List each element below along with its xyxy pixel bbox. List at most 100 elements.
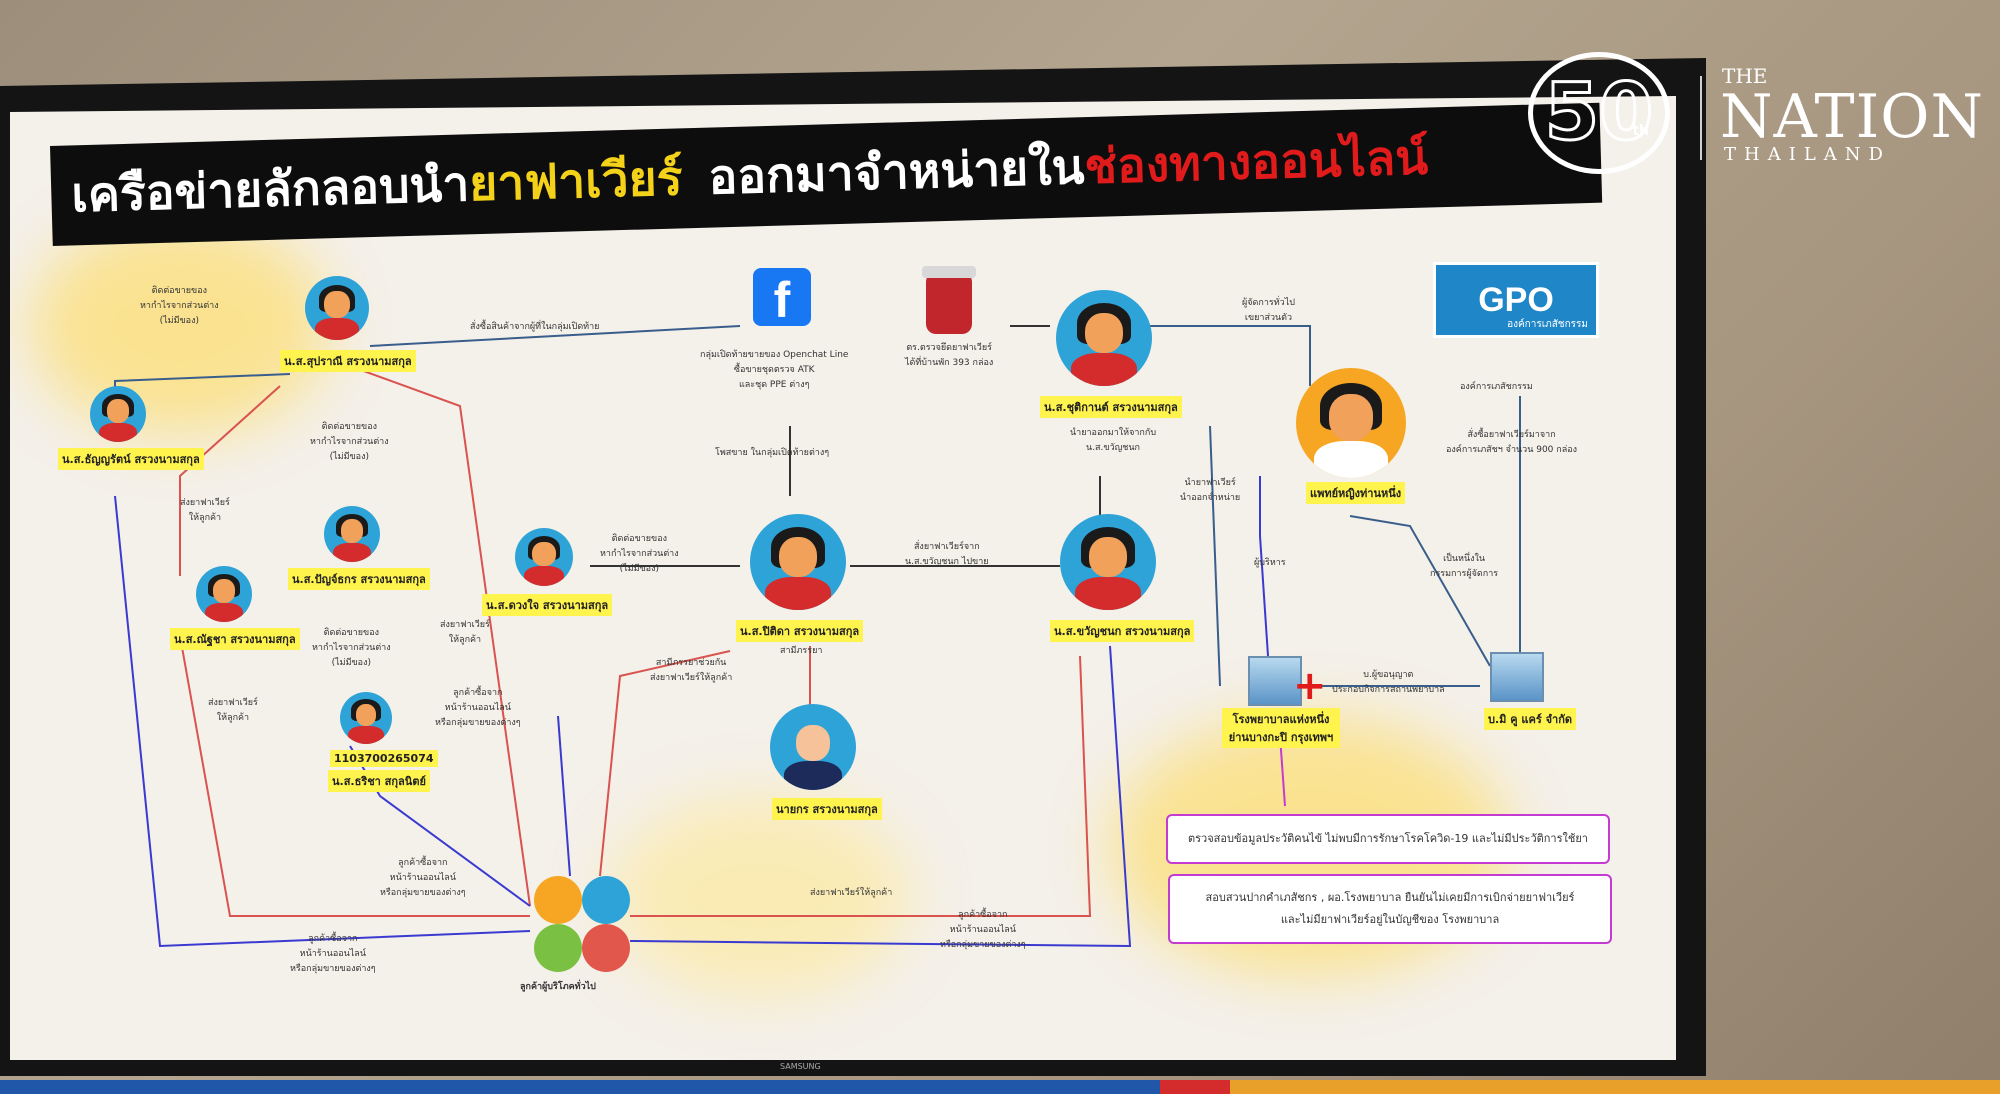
note-line: หน้าร้านออนไลน์ bbox=[444, 703, 511, 713]
gpo-logo: GPO องค์การเภสัชกรรม bbox=[1433, 262, 1599, 338]
company-label: บ.มิ คู แคร์ จำกัด bbox=[1484, 708, 1577, 730]
note-line: ลูกค้าซื้อจาก bbox=[308, 934, 358, 944]
line bbox=[179, 635, 530, 917]
line bbox=[629, 645, 1132, 948]
note-line: นำยาฟาเวียร์ bbox=[1184, 478, 1236, 488]
note-line: นำยาออกมาให้จากกับ bbox=[1070, 428, 1157, 438]
avatar bbox=[770, 704, 856, 790]
pill-note-1: ตร.ตรวจยึดยาฟาเวียร์ bbox=[906, 343, 992, 353]
note-line: หรือกลุ่มขายของต่างๆ bbox=[435, 718, 521, 728]
person-label: น.ส.ชุติกานต์ สรวงนามสกุล bbox=[1040, 396, 1182, 418]
line bbox=[1209, 425, 1221, 687]
note-line: นำออกจำหน่าย bbox=[1180, 493, 1241, 503]
note-line: ติดต่อขายของ bbox=[323, 628, 379, 638]
monitor-brand: SAMSUNG bbox=[780, 1062, 821, 1071]
monitor-screen: เครือข่ายลักลอบนำ ยาฟาเวียร์ ออกมาจำหน่า… bbox=[10, 96, 1676, 1060]
person-id-label: 1103700265074 bbox=[330, 750, 438, 767]
note-line: บ.ผู้ขอนุญาต bbox=[1363, 670, 1414, 680]
sold-note: ติดต่อขายของ หากำไรจากส่วนต่าง (ไม่มีของ… bbox=[310, 420, 389, 465]
husband-note-2: สามีภรรยาช่วยกัน ส่งยาฟาเวียร์ให้ลูกค้า bbox=[650, 656, 732, 686]
avatar bbox=[515, 528, 573, 586]
hospital-building-icon bbox=[1248, 656, 1302, 706]
buy-from-note: สั่งยาฟาเวียร์จาก น.ส.ขวัญชนก ไปขาย bbox=[905, 540, 989, 570]
hospital-label: โรงพยาบาลแห่งหนึ่ง ย่านบางกะปิ กรุงเทพฯ bbox=[1222, 708, 1340, 748]
bar-segment bbox=[1230, 1080, 2000, 1094]
avatar bbox=[324, 506, 380, 562]
note-line: ให้ลูกค้า bbox=[448, 635, 482, 645]
note-line: ติดต่อขายของ bbox=[321, 422, 377, 432]
note-line: สั่งยาฟาเวียร์จาก bbox=[913, 542, 980, 552]
line bbox=[369, 325, 741, 347]
buyers-group-icon bbox=[534, 876, 630, 972]
nation-the: THE bbox=[1722, 64, 1768, 88]
facebook-icon: f bbox=[753, 268, 811, 328]
fb-note-1: กลุ่มเปิดท้ายขายของ Openchat Line bbox=[700, 350, 849, 360]
note-line: หน้าร้านออนไลน์ bbox=[389, 873, 456, 883]
avatar bbox=[1060, 514, 1156, 610]
glow-decoration bbox=[30, 216, 330, 436]
note-line: (ไม่มีของ) bbox=[159, 316, 199, 326]
line bbox=[1259, 476, 1271, 687]
line bbox=[349, 365, 531, 907]
note-line: (ไม่มีของ) bbox=[619, 564, 659, 574]
person-label: น.ส.ธัญญรัตน์ สรวงนามสกุล bbox=[58, 448, 204, 470]
buy-note: ลูกค้าซื้อจาก หน้าร้านออนไลน์ หรือกลุ่มข… bbox=[435, 686, 521, 731]
note-line: (ไม่มีของ) bbox=[329, 452, 369, 462]
avatar bbox=[90, 386, 146, 442]
note-line: หากำไรจากส่วนต่าง bbox=[310, 437, 389, 447]
fb-note: กลุ่มเปิดท้ายขายของ Openchat Line ซื้อขา… bbox=[700, 348, 848, 393]
line bbox=[630, 655, 1092, 917]
send-note: ส่งยาฟาเวียร์ ให้ลูกค้า bbox=[208, 696, 258, 726]
note-line: หรือกลุ่มขายของต่างๆ bbox=[380, 888, 466, 898]
person-label: น.ส.สุปราณี สรวงนามสกุล bbox=[280, 350, 416, 372]
note-line: ส่งยาฟาเวียร์ bbox=[440, 620, 490, 630]
person-label: น.ส.ณัฐชา สรวงนามสกุล bbox=[170, 628, 300, 650]
note-line: น.ส.ขวัญชนก ไปขาย bbox=[905, 557, 989, 567]
anniversary-suffix: th bbox=[1632, 123, 1649, 139]
line bbox=[557, 715, 571, 877]
note-line: ส่งยาฟาเวียร์ bbox=[180, 498, 230, 508]
pill-note-2: ได้ที่บ้านพัก 393 กล่อง bbox=[905, 358, 994, 368]
note-line: ติดต่อขายของ bbox=[611, 534, 667, 544]
person-label: น.ส.ปัญจ์ธกร สรวงนามสกุล bbox=[288, 568, 430, 590]
note-line: เป็นหนึ่งใน bbox=[1443, 554, 1486, 564]
logo-divider bbox=[1700, 76, 1702, 160]
sold-note: ติดต่อขายของ หากำไรจากส่วนต่าง (ไม่มีของ… bbox=[600, 532, 679, 577]
nation-country: THAILAND bbox=[1724, 144, 1891, 165]
note-line: หรือกลุ่มขายของต่างๆ bbox=[940, 940, 1026, 950]
line bbox=[179, 385, 281, 576]
sold-note: ติดต่อขายของ หากำไรจากส่วนต่าง (ไม่มีของ… bbox=[312, 626, 391, 671]
buy-note: ลูกค้าซื้อจาก หน้าร้านออนไลน์ หรือกลุ่มข… bbox=[290, 932, 376, 977]
note-line: ติดต่อขายของ bbox=[151, 286, 207, 296]
line bbox=[599, 650, 731, 877]
send-buyer-note: ส่งยาฟาเวียร์ให้ลูกค้า bbox=[810, 888, 893, 898]
note-line: หรือกลุ่มขายของต่างๆ bbox=[290, 964, 376, 974]
note-line: เขยาส่วนตัว bbox=[1244, 313, 1293, 323]
note-line: หน้าร้านออนไลน์ bbox=[949, 925, 1016, 935]
sold-note: ติดต่อขายของ หากำไรจากส่วนต่าง (ไม่มีของ… bbox=[140, 284, 219, 329]
anniversary-50-logo: 50 th bbox=[1528, 52, 1670, 174]
exec-note: ผู้บริหาร bbox=[1254, 558, 1286, 568]
avatar bbox=[1056, 290, 1152, 386]
send-note: ส่งยาฟาเวียร์ ให้ลูกค้า bbox=[180, 496, 230, 526]
take-note: นำยาฟาเวียร์ นำออกจำหน่าย bbox=[1180, 476, 1240, 506]
avatar bbox=[750, 514, 846, 610]
buy-note: ลูกค้าซื้อจาก หน้าร้านออนไลน์ หรือกลุ่มข… bbox=[940, 908, 1026, 953]
note-line: สามีภรรยาช่วยกัน bbox=[655, 658, 727, 668]
evidence-box-1: ตรวจสอบข้อมูลประวัติคนไข้ ไม่พบมีการรักษ… bbox=[1166, 814, 1610, 864]
note-line: หน้าร้านออนไลน์ bbox=[299, 949, 366, 959]
line bbox=[1120, 325, 1311, 386]
line bbox=[114, 495, 531, 948]
avatar bbox=[305, 276, 369, 340]
note-line: ให้ลูกค้า bbox=[216, 713, 250, 723]
note-line: ลูกค้าซื้อจาก bbox=[398, 858, 448, 868]
pill-note: ตร.ตรวจยึดยาฟาเวียร์ ได้ที่บ้านพัก 393 ก… bbox=[905, 341, 993, 371]
person-label: น.ส.ดวงใจ สรวงนามสกุล bbox=[482, 594, 613, 616]
fb-note-3: และชุด PPE ต่างๆ bbox=[738, 380, 810, 390]
note-line: ส่งยาฟาเวียร์ให้ลูกค้า bbox=[650, 673, 733, 683]
fb-post-note: โพสขาย ในกลุ่มเปิดท้ายต่างๆ bbox=[715, 448, 830, 458]
evidence-box-2: สอบสวนปากคำเภสัชกร , ผอ.โรงพยาบาล ยืนยัน… bbox=[1168, 874, 1612, 944]
glow-decoration bbox=[610, 796, 910, 996]
person-label: น.ส.ปิติดา สรวงนามสกุล bbox=[736, 620, 864, 642]
note-line: หากำไรจากส่วนต่าง bbox=[140, 301, 219, 311]
